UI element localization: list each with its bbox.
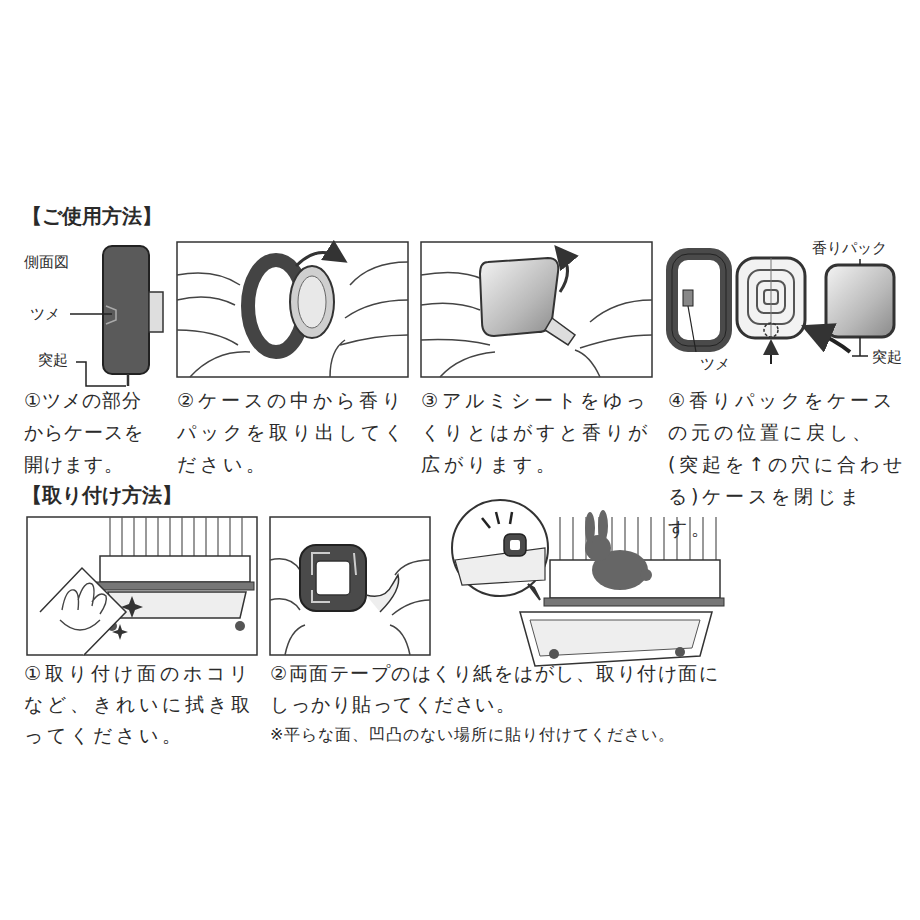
section-heading: 【ご使用方法】 — [22, 203, 162, 229]
part-name: 香りパック — [812, 238, 887, 258]
step-caption: ③アルミシートをゆっくりとはがすと香りが広がります。 — [421, 384, 657, 480]
note: ※平らな面、凹凸のない場所に貼り付けてください。 — [270, 724, 675, 746]
part-name: 側面図 — [24, 252, 69, 272]
step-caption: ①取り付け面のホコリなど、きれいに拭き取ってください。 — [24, 658, 262, 751]
side-view — [70, 246, 163, 386]
step-caption: ②両面テープのはくり紙をはがし、取り付け面にしっかり貼ってください。 — [270, 658, 732, 720]
step-caption: ①ツメの部分からケースを開けます。 — [24, 384, 150, 480]
exploded-view — [672, 254, 894, 364]
part-name: ツメ — [30, 304, 60, 324]
tape-figure — [270, 517, 430, 655]
part-name: 突起 — [38, 350, 68, 370]
step-caption: ②ケースの中から香りパックを取り出してください。 — [177, 384, 413, 480]
part-name: ツメ — [700, 354, 730, 374]
part-name: 突起 — [872, 347, 902, 367]
open-case-figure — [177, 242, 408, 377]
wipe-figure — [27, 517, 257, 655]
peel-sheet-figure — [421, 242, 652, 377]
section-heading: 【取り付け方法】 — [22, 482, 182, 508]
step-caption: ④香りパックをケースの元の位置に戻し、(突起を↑の穴に合わせる)ケースを閉じます… — [668, 384, 908, 544]
